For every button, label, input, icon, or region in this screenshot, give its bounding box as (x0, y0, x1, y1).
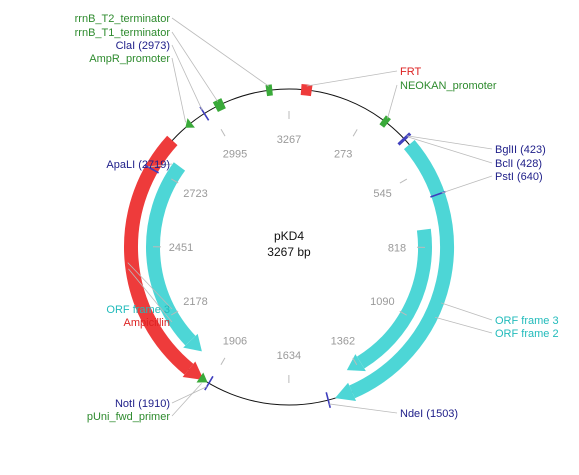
bcli-428-label: BclI (428) (495, 158, 542, 170)
ndei-1503-label: NdeI (1503) (400, 408, 458, 420)
psti-640-label: PstI (640) (495, 171, 543, 183)
leader-line (307, 71, 397, 86)
orf-frame-2-label: ORF frame 2 (495, 328, 559, 340)
site-noti (205, 376, 213, 390)
leader-line (442, 176, 492, 193)
orf-frame-3-label: ORF frame 3 (495, 315, 559, 327)
leader-line (435, 317, 492, 333)
tick-label: 273 (334, 149, 352, 161)
tick-label: 1906 (223, 336, 247, 348)
tick-label: 818 (388, 242, 406, 254)
bglii-423-label: BglII (423) (495, 144, 546, 156)
leader-line (388, 85, 397, 118)
ampicillin-label: Ampicillin (124, 317, 170, 329)
tick-label: 2723 (183, 188, 207, 200)
leader-line (172, 58, 186, 122)
tick-mark (221, 129, 225, 136)
clai-2973-label: ClaI (2973) (116, 40, 170, 52)
tick-label: 545 (373, 188, 391, 200)
apali-2719-label: ApaLI (2719) (106, 159, 170, 171)
rrnb-t1-terminator-feature (215, 103, 223, 107)
plasmid-name: pKD4 (274, 229, 304, 243)
tick-label: 2995 (223, 148, 247, 160)
labels-group: rrnB_T2_terminator rrnB_T1_terminatorClaI… (75, 13, 559, 423)
tick-mark (353, 129, 357, 136)
ampr-promoter-label: AmpR_promoter (89, 53, 170, 65)
noti-1910-label: NotI (1910) (115, 398, 170, 410)
leader-line (172, 383, 202, 416)
frt-label: FRT (400, 66, 421, 78)
leader-line (329, 404, 397, 413)
rrnb-t2-terminator-feature (266, 90, 272, 91)
tick-label: 2178 (183, 296, 207, 308)
rrnb-t2-terminator-label: rrnB_T2_terminator (75, 13, 171, 25)
tick-mark (400, 179, 407, 183)
leader-line (441, 303, 492, 320)
tick-label: 1362 (331, 336, 355, 348)
ampr-promoter-feature (185, 118, 195, 128)
tick-label: 3267 (277, 134, 301, 146)
tick-label: 1634 (277, 350, 301, 362)
tick-label: 1090 (370, 296, 394, 308)
tick-label: 2451 (169, 242, 193, 254)
tick-mark (221, 358, 225, 365)
leader-line (172, 387, 207, 403)
rrnb-t1-terminator-label: rrnB_T1_terminator (75, 27, 171, 39)
frt-feature (301, 89, 312, 90)
orf-frame-3-label: ORF frame 3 (106, 304, 170, 316)
puni-fwd-primer-label: pUni_fwd_primer (87, 411, 170, 423)
neokan-promoter-feature (383, 120, 388, 124)
plasmid-size: 3267 bp (267, 245, 311, 259)
neokan-promoter-label: NEOKAN_promoter (400, 80, 497, 92)
